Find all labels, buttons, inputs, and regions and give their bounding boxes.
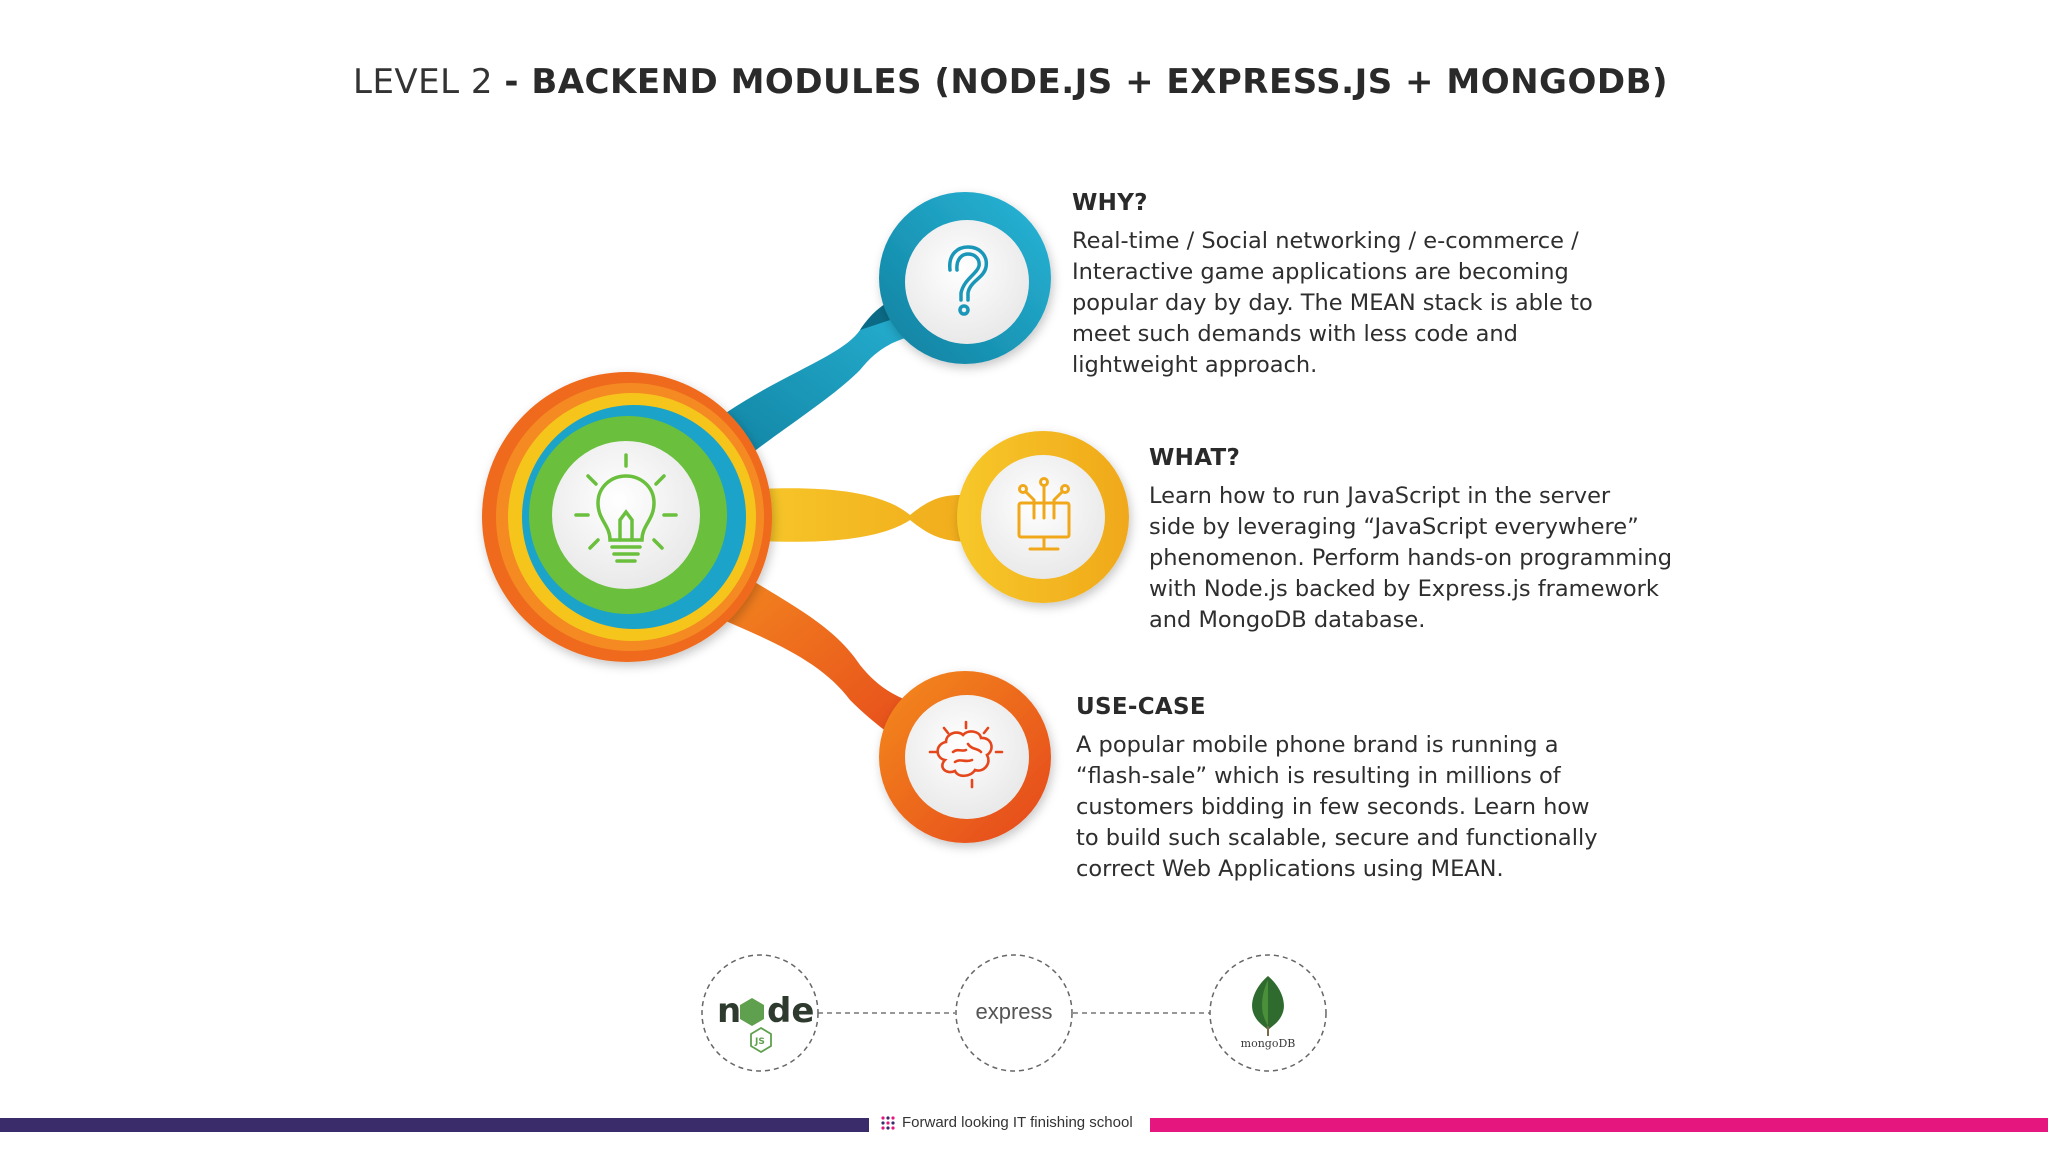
nodejs-logo: n de JS bbox=[701, 954, 819, 1072]
why-circle bbox=[879, 192, 1051, 364]
lightbulb-icon bbox=[574, 453, 678, 563]
title-main: - BACKEND MODULES (NODE.JS + EXPRESS.JS … bbox=[504, 62, 1669, 102]
why-text: Real-time / Social networking / e-commer… bbox=[1072, 228, 1593, 378]
why-heading: WHY? bbox=[1072, 190, 1148, 216]
question-icon bbox=[948, 245, 989, 316]
central-hub bbox=[482, 372, 772, 662]
footer-tagline-text: Forward looking IT finishing school bbox=[902, 1114, 1133, 1131]
orange-connector bbox=[700, 560, 935, 760]
what-heading: WHAT? bbox=[1149, 445, 1241, 471]
footer-bar-right bbox=[1150, 1118, 2048, 1132]
page-title: LEVEL 2 - BACKEND MODULES (NODE.JS + EXP… bbox=[353, 62, 1668, 102]
what-section: WHAT? Learn how to run JavaScript in the… bbox=[1149, 445, 1672, 636]
svg-text:JS: JS bbox=[754, 1037, 765, 1047]
usecase-circle bbox=[879, 671, 1051, 843]
brain-icon bbox=[928, 720, 1004, 789]
footer-tagline: Forward looking IT finishing school bbox=[880, 1114, 1150, 1131]
svg-text:de: de bbox=[767, 991, 814, 1031]
circuit-monitor-icon bbox=[1017, 477, 1071, 551]
yellow-connector bbox=[740, 488, 1000, 542]
why-section: WHY? Real-time / Social networking / e-c… bbox=[1072, 190, 1593, 381]
usecase-heading: USE-CASE bbox=[1076, 694, 1206, 720]
svg-text:mongoDB: mongoDB bbox=[1241, 1037, 1296, 1050]
footer-bar-left bbox=[0, 1118, 869, 1132]
title-level: LEVEL 2 bbox=[353, 62, 494, 102]
express-logo: express bbox=[955, 954, 1073, 1072]
mongodb-logo: mongoDB bbox=[1209, 954, 1327, 1072]
usecase-text: A popular mobile phone brand is running … bbox=[1076, 732, 1598, 882]
usecase-section: USE-CASE A popular mobile phone brand is… bbox=[1076, 694, 1598, 885]
express-logo-text: express bbox=[975, 999, 1052, 1024]
dots-grid-icon bbox=[881, 1115, 895, 1130]
svg-text:n: n bbox=[717, 991, 741, 1031]
what-text: Learn how to run JavaScript in the serve… bbox=[1149, 483, 1673, 633]
